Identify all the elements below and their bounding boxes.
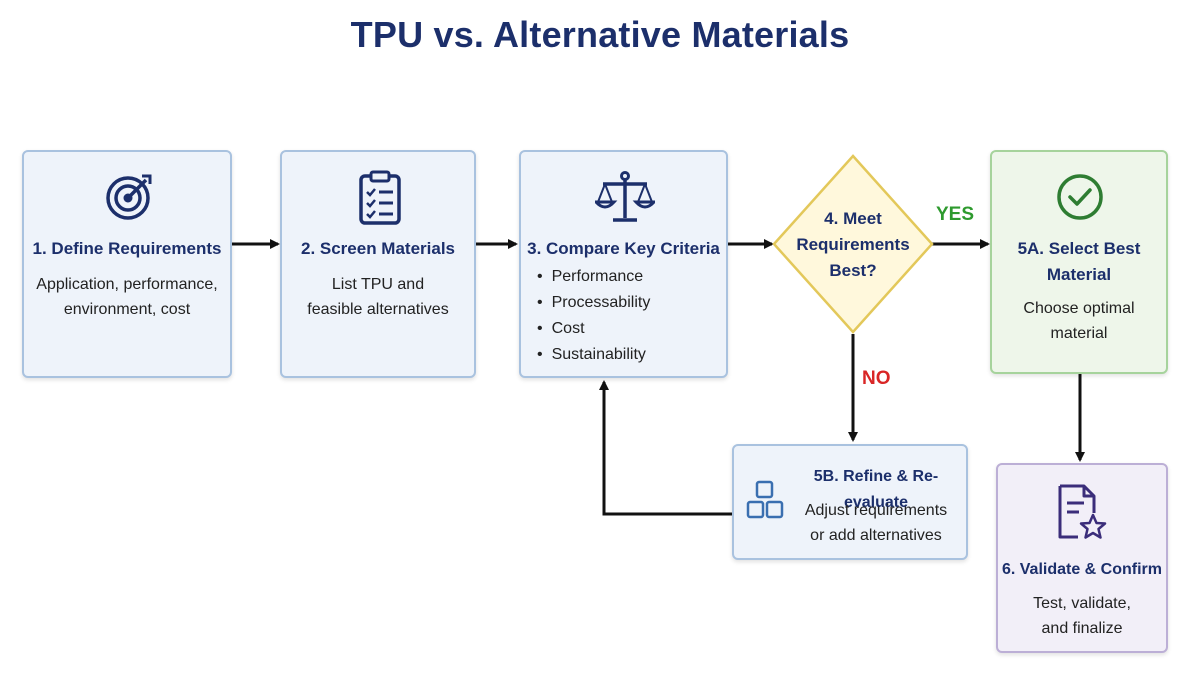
criteria-list: Performance Processability Cost Sustaina… [537, 264, 651, 368]
step-validate-confirm: 6. Validate & Confirm Test, validate, an… [996, 463, 1168, 653]
scales-icon [595, 171, 655, 222]
target-icon [106, 174, 152, 220]
check-circle-icon [1057, 174, 1103, 220]
step-title: 3. Compare Key Criteria [527, 239, 720, 258]
step-title: 5A. Select Best Material [1017, 239, 1141, 284]
blocks-icon [746, 480, 784, 519]
step-title: 2. Screen Materials [300, 239, 456, 258]
step-title: 6. Validate & Confirm [1001, 561, 1163, 578]
step-compare-criteria: 3. Compare Key Criteria Performance Proc… [519, 150, 728, 378]
step-define-requirements: 1. Define Requirements Application, perf… [22, 150, 232, 378]
step-screen-materials: 2. Screen Materials List TPU and feasibl… [280, 150, 476, 378]
yes-label: YES [936, 204, 975, 225]
decision-diamond [772, 154, 934, 334]
criteria-item: Processability [537, 290, 651, 316]
document-star-icon [1058, 484, 1107, 539]
clipboard-checklist-icon [359, 170, 401, 225]
step-title: 5B. Refine & Re-evaluate [813, 468, 939, 511]
step-description: Test, validate, and finalize [1033, 595, 1131, 637]
step-description: List TPU and feasible alternatives [307, 276, 449, 318]
step-select-best-material: 5A. Select Best Material Choose optimal … [990, 150, 1168, 374]
step-title: 1. Define Requirements [32, 239, 222, 258]
decision-text: 4. Meet Requirements Best? [796, 209, 910, 280]
step-description: Adjust requirements or add alternatives [804, 502, 948, 544]
step-description: Choose optimal material [1023, 300, 1135, 342]
step-refine-reevaluate: 5B. Refine & Re-evaluate Adjust requirem… [732, 444, 968, 560]
criteria-item: Sustainability [537, 342, 650, 368]
criteria-item: Performance [537, 264, 650, 290]
criteria-item: Cost [537, 316, 650, 342]
arrow-refine-loop-back [599, 380, 732, 516]
no-label: NO [862, 368, 891, 389]
step-description: Application, performance, environment, c… [36, 276, 218, 318]
page-title: TPU vs. Alternative Materials [350, 14, 850, 55]
